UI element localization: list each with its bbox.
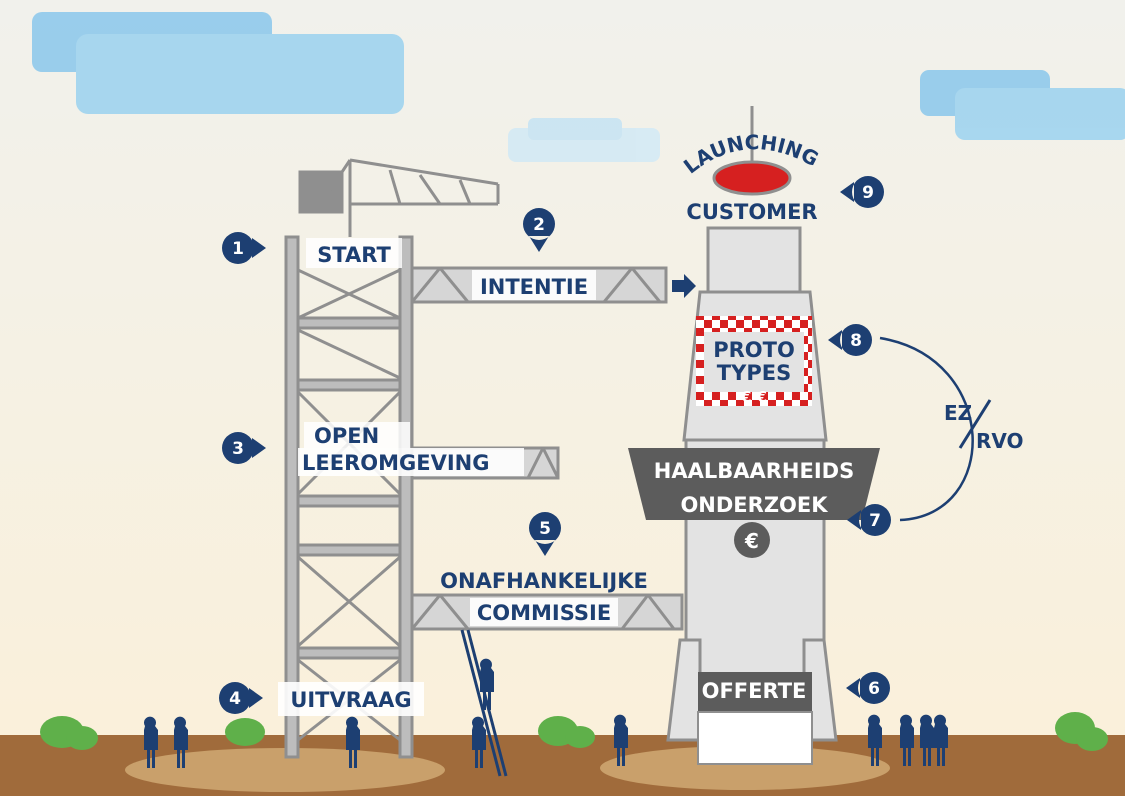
step-5-label-line2: COMMISSIE bbox=[477, 601, 611, 625]
step-1-number: 1 bbox=[232, 239, 244, 259]
step-6-number: 6 bbox=[868, 679, 880, 699]
ez-rvo-slash bbox=[958, 399, 992, 449]
step-markers bbox=[219, 176, 891, 714]
step-9-number: 9 bbox=[862, 183, 874, 203]
step-1-label: START bbox=[317, 243, 391, 267]
agency-top: EZ bbox=[944, 401, 972, 425]
ladder bbox=[460, 629, 508, 777]
step-5-number: 5 bbox=[539, 519, 551, 539]
intentie-arrow-icon bbox=[672, 274, 696, 298]
step-3-label-line1: OPEN bbox=[314, 424, 379, 448]
step-4-label: UITVRAAG bbox=[290, 688, 411, 712]
step-3-number: 3 bbox=[232, 439, 244, 459]
bushes bbox=[40, 712, 1108, 751]
step-3-label-line2: LEEROMGEVING bbox=[302, 451, 489, 475]
step-7-number: 7 bbox=[869, 511, 881, 531]
step-2-number: 2 bbox=[533, 215, 545, 235]
step-9-label: CUSTOMER bbox=[686, 200, 817, 224]
step-7-euro-icon: € bbox=[744, 529, 759, 553]
step-4-number: 4 bbox=[229, 689, 241, 709]
rocket bbox=[628, 106, 880, 765]
step-6-label: OFFERTE bbox=[702, 679, 807, 703]
step-7-label-line2: ONDERZOEK bbox=[680, 493, 828, 517]
step-8-label-line1: PROTO bbox=[713, 338, 795, 362]
step-5-label-line1: ONAFHANKELIJKE bbox=[440, 569, 648, 593]
step-7-label-line1: HAALBAARHEIDS bbox=[654, 459, 854, 483]
agency-bottom: RVO bbox=[976, 429, 1024, 453]
step-8-number: 8 bbox=[850, 331, 862, 351]
step-8-label-line2: TYPES bbox=[717, 361, 791, 385]
ez-rvo-arc bbox=[879, 336, 974, 522]
step-8-euro-icons: € € bbox=[740, 388, 767, 406]
clouds bbox=[32, 12, 1125, 162]
people-silhouettes bbox=[144, 658, 948, 768]
step-2-label: INTENTIE bbox=[480, 275, 588, 299]
